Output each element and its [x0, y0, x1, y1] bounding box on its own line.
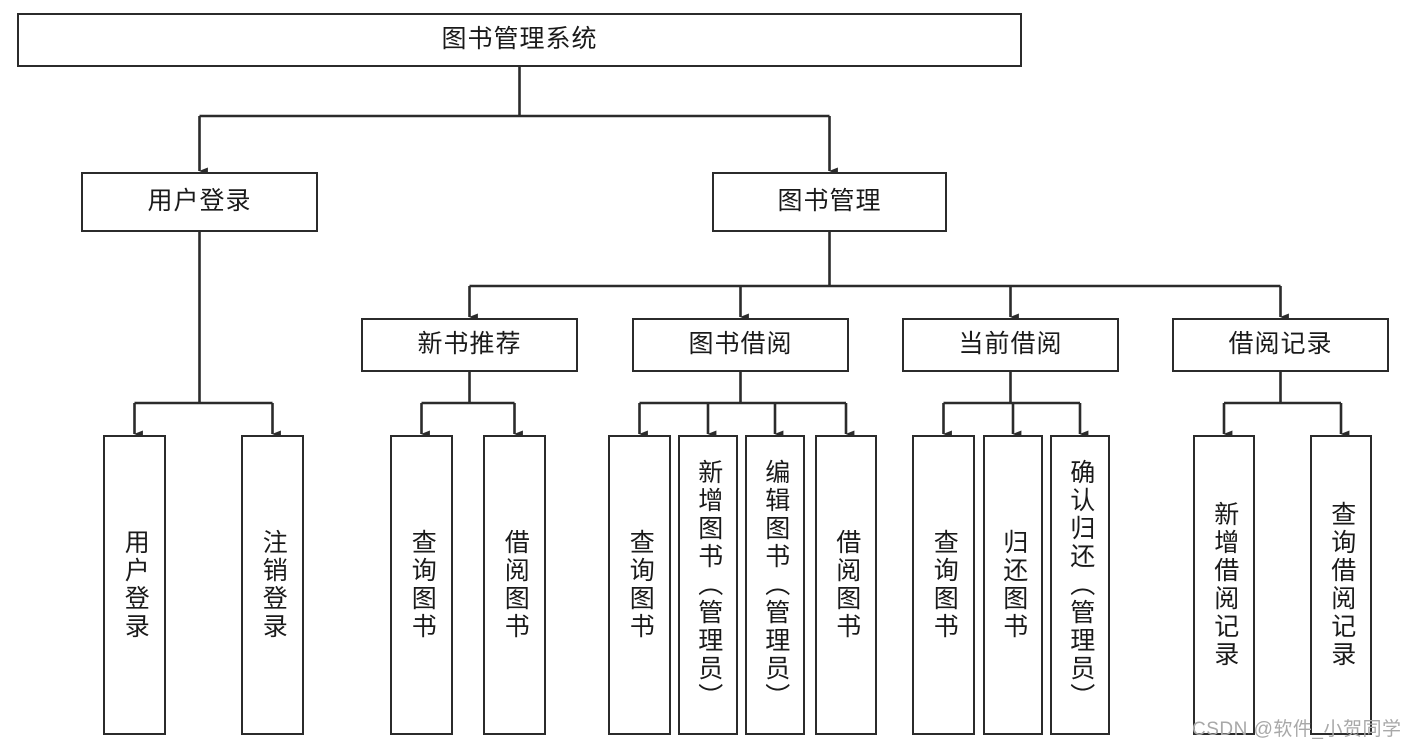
- node-root[interactable]: 图书管理系统: [17, 13, 1022, 67]
- node-book-management[interactable]: 图书管理: [712, 172, 947, 232]
- node-leaf-query-book-2[interactable]: 查询图书: [608, 435, 671, 735]
- node-leaf-add-book-admin-label: 新增图书（管理员）: [694, 459, 723, 711]
- node-user-login[interactable]: 用户登录: [81, 172, 318, 232]
- node-leaf-return-book-label: 归还图书: [999, 529, 1028, 641]
- node-user-login-label: 用户登录: [147, 187, 252, 216]
- node-current-borrow[interactable]: 当前借阅: [902, 318, 1119, 372]
- node-new-book-recommend-label: 新书推荐: [417, 330, 522, 359]
- node-leaf-user-login[interactable]: 用户登录: [103, 435, 166, 735]
- node-leaf-confirm-return-admin[interactable]: 确认归还（管理员）: [1050, 435, 1110, 735]
- node-leaf-add-borrow-record-label: 新增借阅记录: [1210, 501, 1239, 669]
- node-leaf-query-borrow-record[interactable]: 查询借阅记录: [1310, 435, 1372, 735]
- node-leaf-logout-label: 注销登录: [259, 529, 288, 641]
- node-leaf-add-borrow-record[interactable]: 新增借阅记录: [1193, 435, 1255, 735]
- node-leaf-user-login-label: 用户登录: [121, 529, 150, 641]
- node-borrow-record-label: 借阅记录: [1228, 330, 1333, 359]
- node-leaf-edit-book-admin[interactable]: 编辑图书（管理员）: [745, 435, 805, 735]
- node-leaf-return-book[interactable]: 归还图书: [983, 435, 1043, 735]
- node-leaf-query-book-3-label: 查询图书: [930, 529, 959, 641]
- node-leaf-query-borrow-record-label: 查询借阅记录: [1327, 501, 1356, 669]
- node-leaf-logout[interactable]: 注销登录: [241, 435, 304, 735]
- node-leaf-borrow-book-1-label: 借阅图书: [501, 529, 530, 641]
- node-leaf-query-book-2-label: 查询图书: [626, 529, 655, 641]
- node-borrow-record[interactable]: 借阅记录: [1172, 318, 1389, 372]
- node-current-borrow-label: 当前借阅: [958, 330, 1063, 359]
- node-leaf-query-book-1-label: 查询图书: [408, 529, 437, 641]
- node-leaf-add-book-admin[interactable]: 新增图书（管理员）: [678, 435, 738, 735]
- node-leaf-borrow-book-2[interactable]: 借阅图书: [815, 435, 877, 735]
- csdn-watermark: CSDN @软件_小贺同学: [1192, 719, 1402, 740]
- node-leaf-edit-book-admin-label: 编辑图书（管理员）: [761, 459, 790, 711]
- node-new-book-recommend[interactable]: 新书推荐: [361, 318, 578, 372]
- node-leaf-borrow-book-1[interactable]: 借阅图书: [483, 435, 546, 735]
- node-root-label: 图书管理系统: [441, 25, 598, 54]
- node-leaf-confirm-return-admin-label: 确认归还（管理员）: [1066, 459, 1095, 711]
- node-book-borrow-label: 图书借阅: [688, 330, 793, 359]
- node-leaf-query-book-3[interactable]: 查询图书: [912, 435, 975, 735]
- node-book-management-label: 图书管理: [777, 187, 882, 216]
- node-book-borrow[interactable]: 图书借阅: [632, 318, 849, 372]
- node-leaf-borrow-book-2-label: 借阅图书: [832, 529, 861, 641]
- node-leaf-query-book-1[interactable]: 查询图书: [390, 435, 453, 735]
